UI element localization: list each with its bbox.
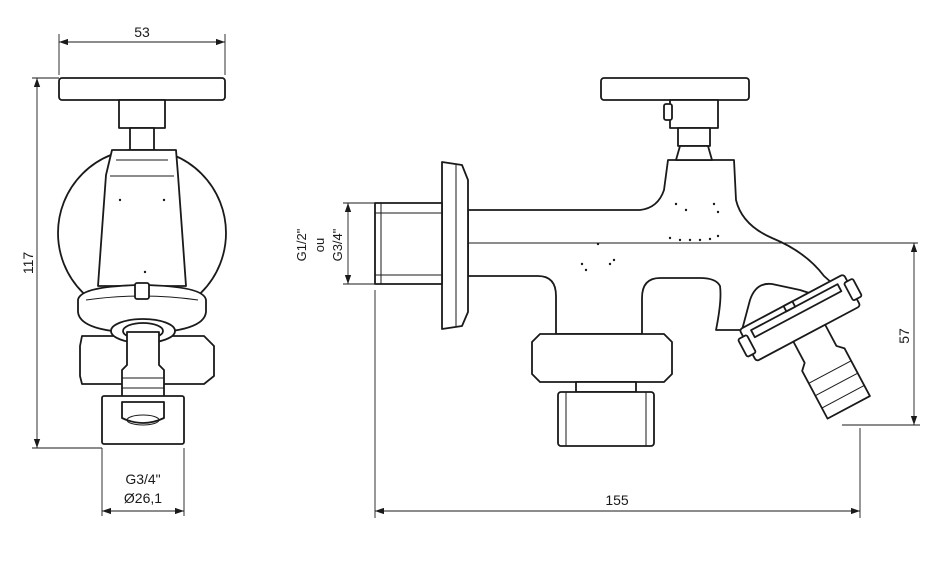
dim-outlet-thread: G3/4" <box>125 471 160 487</box>
front-handle-neck <box>118 99 166 129</box>
side-lower-block <box>531 333 673 383</box>
front-dimensions: 53 117 G3/4" Ø26,1 <box>20 24 226 516</box>
dim-hose-height: 57 <box>896 328 912 344</box>
dim-inlet-thread-2: ou <box>312 238 327 252</box>
front-hose-nozzle <box>121 331 165 403</box>
dim-outlet-diameter: Ø26,1 <box>124 490 162 506</box>
front-view <box>57 77 227 445</box>
side-dimensions: G1/2" ou G3/4" 155 57 <box>294 202 920 518</box>
front-bonnet <box>97 149 187 287</box>
side-spout-body <box>467 159 843 335</box>
dim-front-width: 53 <box>134 24 150 40</box>
dim-side-length: 155 <box>605 492 629 508</box>
dim-inlet-thread-1: G1/2" <box>294 228 309 261</box>
front-spindle <box>129 127 155 151</box>
side-inlet-thread <box>374 202 443 285</box>
side-view <box>374 77 918 447</box>
side-hose-connector <box>737 274 871 420</box>
front-handle-bar <box>58 77 226 101</box>
side-outlet-nut <box>557 391 655 447</box>
dim-front-height: 117 <box>20 252 36 275</box>
side-handle-bar <box>600 77 750 101</box>
side-inlet-flange <box>441 161 469 330</box>
dim-inlet-thread-3: G3/4" <box>330 228 345 261</box>
